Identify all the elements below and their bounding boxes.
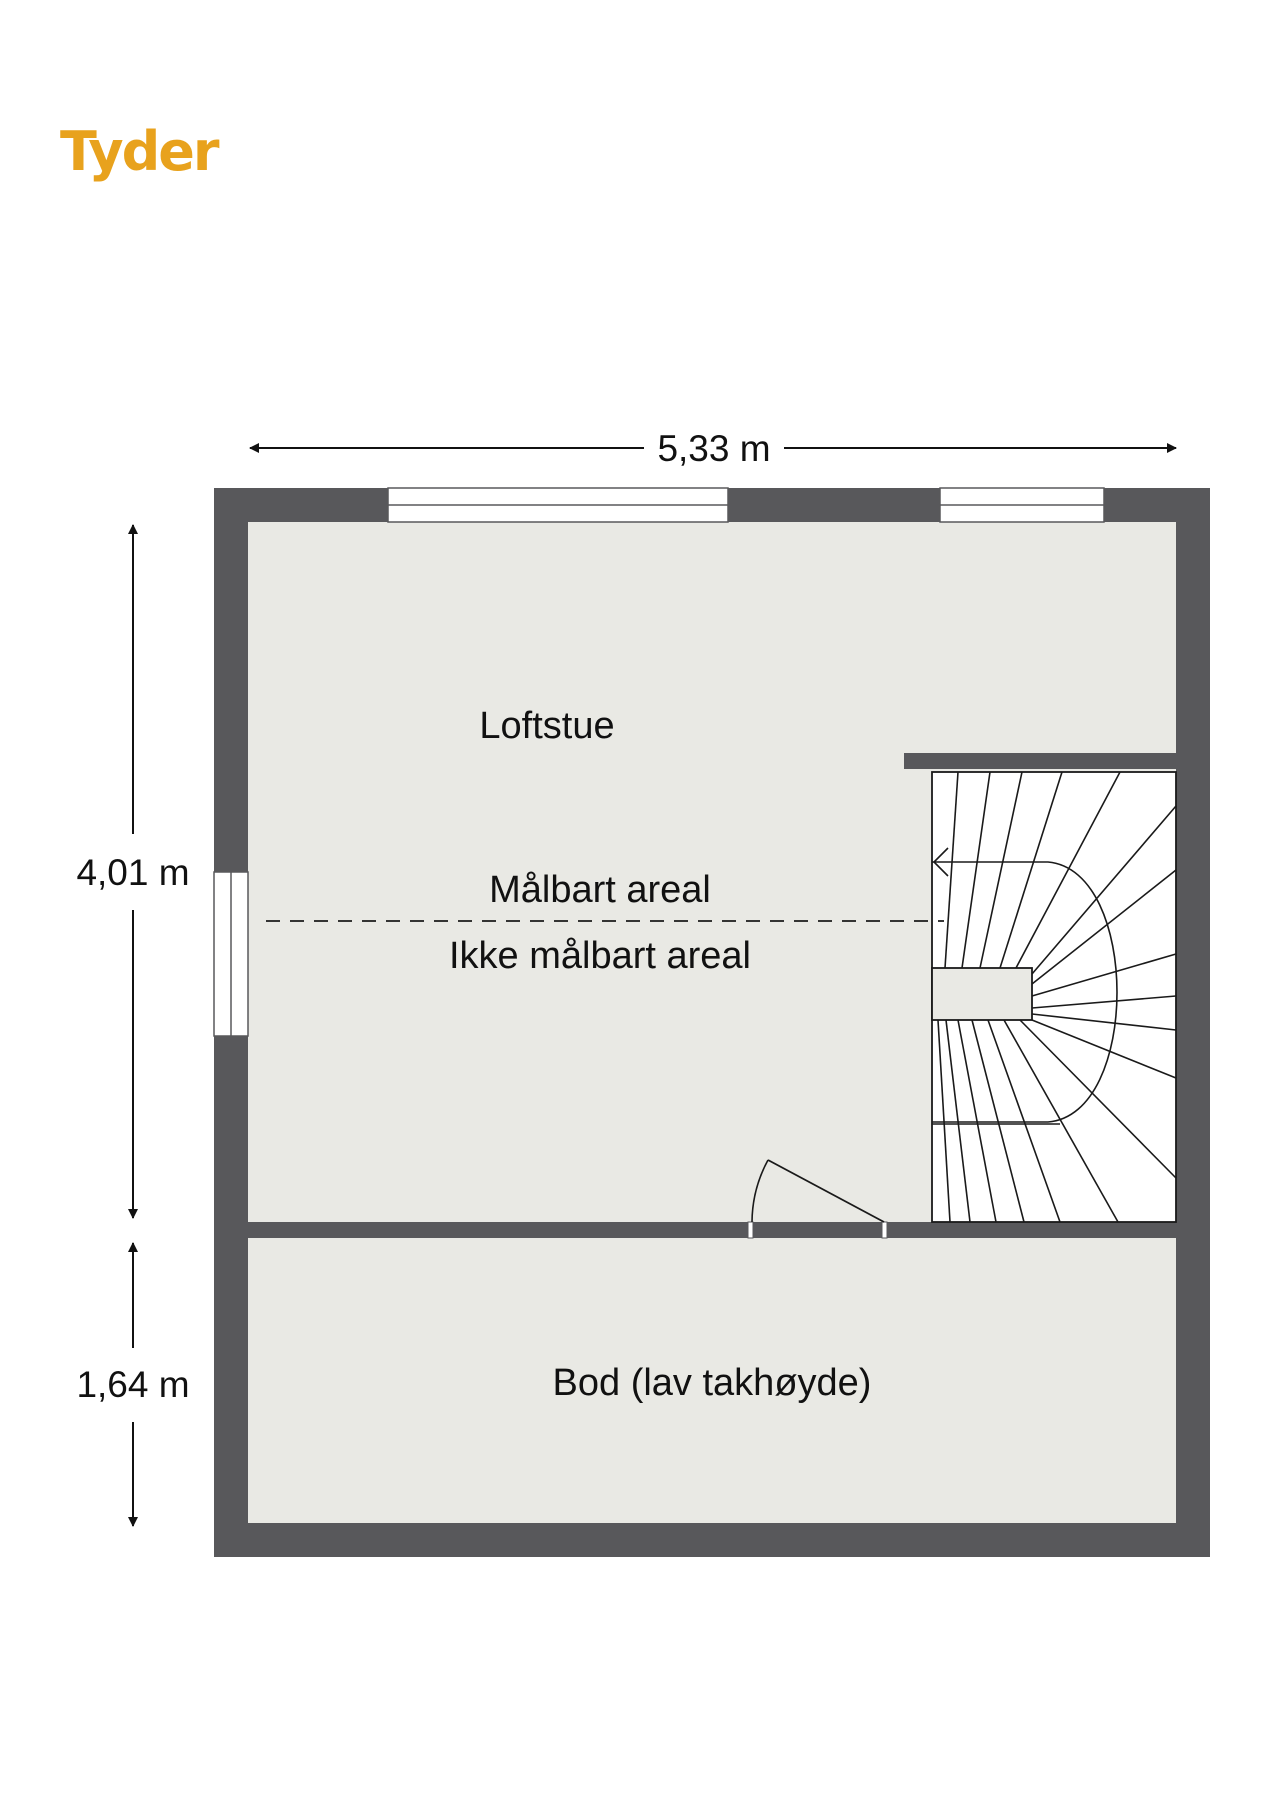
storage-floor (248, 1238, 1176, 1523)
window-left (213, 871, 249, 1037)
storage-room-label: Bod (lav takhøyde) (553, 1362, 872, 1404)
stair-wall (904, 753, 1176, 769)
window-top-right (939, 487, 1105, 523)
door-jamb-right (881, 1221, 888, 1239)
stair-wall-side (1176, 753, 1210, 1223)
measurable-area-label: Målbart areal (489, 869, 711, 911)
door (751, 1159, 885, 1223)
tyder-logo: Tyder (60, 120, 220, 183)
loft-room-label: Loftstue (479, 705, 614, 747)
non-measurable-area-label: Ikke målbart areal (449, 935, 751, 977)
width-label: 5,33 m (657, 428, 770, 469)
inner-wall-right (884, 1222, 1176, 1238)
height-bottom-label: 1,64 m (76, 1364, 189, 1405)
height-bottom-dimension: 1,64 m (76, 1242, 190, 1527)
height-top-label: 4,01 m (76, 852, 189, 893)
inner-wall-left (248, 1222, 752, 1238)
width-dimension: 5,33 m (249, 428, 1177, 469)
height-top-dimension: 4,01 m (76, 524, 190, 1219)
window-top-left (387, 487, 729, 523)
staircase (931, 771, 1177, 1223)
door-jamb-left (747, 1221, 754, 1239)
